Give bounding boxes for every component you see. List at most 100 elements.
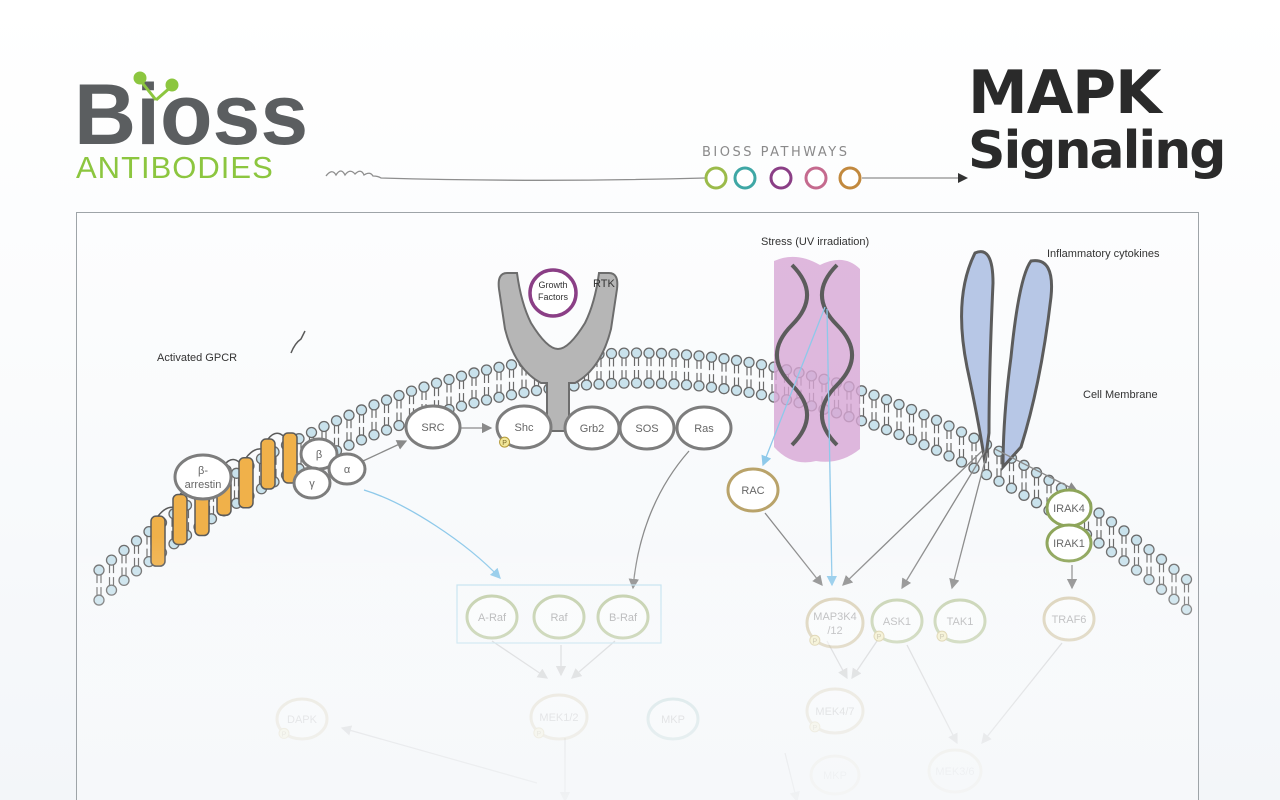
pathway-rings xyxy=(704,166,862,190)
lipid-head xyxy=(130,535,143,547)
growth-factors-label-2: Factors xyxy=(538,292,569,302)
lipid-head xyxy=(530,384,543,397)
node-label: SOS xyxy=(635,423,658,435)
lipid-head xyxy=(105,584,118,596)
lipid-head xyxy=(368,429,380,441)
node-g-gamma: γ xyxy=(292,466,332,500)
lipid-head xyxy=(1180,603,1193,616)
lipid-head xyxy=(943,450,955,462)
lipid-head xyxy=(1018,489,1030,501)
node-rac: RAC xyxy=(726,467,780,513)
node-irak1: IRAK1 xyxy=(1045,523,1093,563)
node-shape xyxy=(173,453,233,501)
lipid-head xyxy=(880,394,893,406)
lipid-head xyxy=(118,574,130,587)
gpcr-receptor xyxy=(150,330,306,567)
lipid-head xyxy=(630,347,643,359)
lipid-head xyxy=(505,389,518,401)
stress-label: Stress (UV irradiation) xyxy=(761,236,869,248)
growth-factors-label-1: Growth xyxy=(538,280,567,290)
lipid-head xyxy=(505,359,518,371)
lipid-head xyxy=(393,419,405,432)
node-label: ASK1 xyxy=(883,616,911,628)
lipid-head xyxy=(955,456,968,468)
lipid-head xyxy=(993,475,1005,487)
lipid-head xyxy=(93,564,105,576)
pathway-ring-icon xyxy=(838,166,862,190)
node-label: DAPK xyxy=(287,714,318,726)
pathway-ring-icon xyxy=(769,166,793,190)
node-label: A-Raf xyxy=(478,612,507,624)
node-label: IRAK4 xyxy=(1053,503,1085,515)
lipid-head xyxy=(743,356,755,369)
lipid-head xyxy=(343,409,355,421)
lipid-head xyxy=(905,433,918,446)
lipid-head xyxy=(968,432,980,444)
lipid-head xyxy=(318,420,330,433)
lipid-head xyxy=(755,358,768,371)
phospho-label: P xyxy=(877,634,882,641)
node-label: α xyxy=(344,464,351,476)
lipid-head xyxy=(480,364,493,376)
node-map3k4: MAP3K4/12P xyxy=(805,597,865,649)
node-label: Ras xyxy=(694,423,714,435)
lipid-head xyxy=(918,409,930,421)
lipid-head xyxy=(668,348,680,360)
lipid-head xyxy=(105,554,118,566)
lipid-head xyxy=(705,381,718,393)
pathways-label: BIOSS PATHWAYS xyxy=(702,145,850,160)
node-label: TAK1 xyxy=(947,616,974,628)
lipid-head xyxy=(743,386,755,399)
arrow-head-icon xyxy=(958,173,968,183)
lipid-head xyxy=(1030,497,1043,509)
lipid-head xyxy=(730,354,743,367)
lipid-head xyxy=(893,428,905,441)
node-mek12: MEK1/2P xyxy=(529,693,589,741)
membrane-label: Cell Membrane xyxy=(1083,389,1158,401)
lipid-head xyxy=(343,439,355,451)
lipid-head xyxy=(355,434,368,446)
node-label: B-Raf xyxy=(609,612,638,624)
pathway-diagram: Growth Factors RTK Stress (UV irradiatio… xyxy=(77,213,1198,800)
rtk-label: RTK xyxy=(593,278,615,290)
lipid-head xyxy=(680,379,693,391)
stress-receptor xyxy=(774,256,860,463)
lipid-head xyxy=(880,424,893,436)
lipid-head xyxy=(943,420,955,432)
activation-arrow xyxy=(981,642,1063,745)
activation-arrow xyxy=(340,725,538,784)
node-label: Raf xyxy=(550,612,568,624)
inflammatory-label: Inflammatory cytokines xyxy=(1047,248,1160,260)
node-label: SRC xyxy=(421,422,444,434)
lipid-head xyxy=(905,403,918,416)
phospho-label: P xyxy=(940,634,945,641)
activation-arrow xyxy=(906,644,958,745)
node-label: β xyxy=(316,449,322,461)
activation-arrow-blue xyxy=(363,489,501,579)
title-line-2: Signaling xyxy=(968,121,1226,181)
lipid-head xyxy=(1155,583,1168,595)
node-a-raf: A-Raf xyxy=(465,594,519,640)
lipid-head xyxy=(718,353,730,365)
logo-wordmark: Bioss xyxy=(74,67,308,163)
lipid-head xyxy=(1093,537,1105,549)
lipid-head xyxy=(1105,516,1118,528)
lipid-head xyxy=(1105,546,1118,558)
lipid-head xyxy=(605,347,618,360)
node-beta-arrestin: β-arrestin xyxy=(173,453,233,501)
node-label: MAP3K4 xyxy=(813,611,856,623)
node-label: MKP xyxy=(823,770,847,782)
lipid-head xyxy=(480,394,493,406)
pathway-ring-icon xyxy=(804,166,828,190)
lipid-head xyxy=(518,386,530,399)
pathway-ring-icon xyxy=(704,166,728,190)
lipid-head xyxy=(918,439,930,451)
node-label: MEK1/2 xyxy=(539,712,578,724)
gpcr-helix xyxy=(172,493,188,546)
node-raf: Raf xyxy=(532,594,586,640)
lipid-head xyxy=(705,351,718,363)
